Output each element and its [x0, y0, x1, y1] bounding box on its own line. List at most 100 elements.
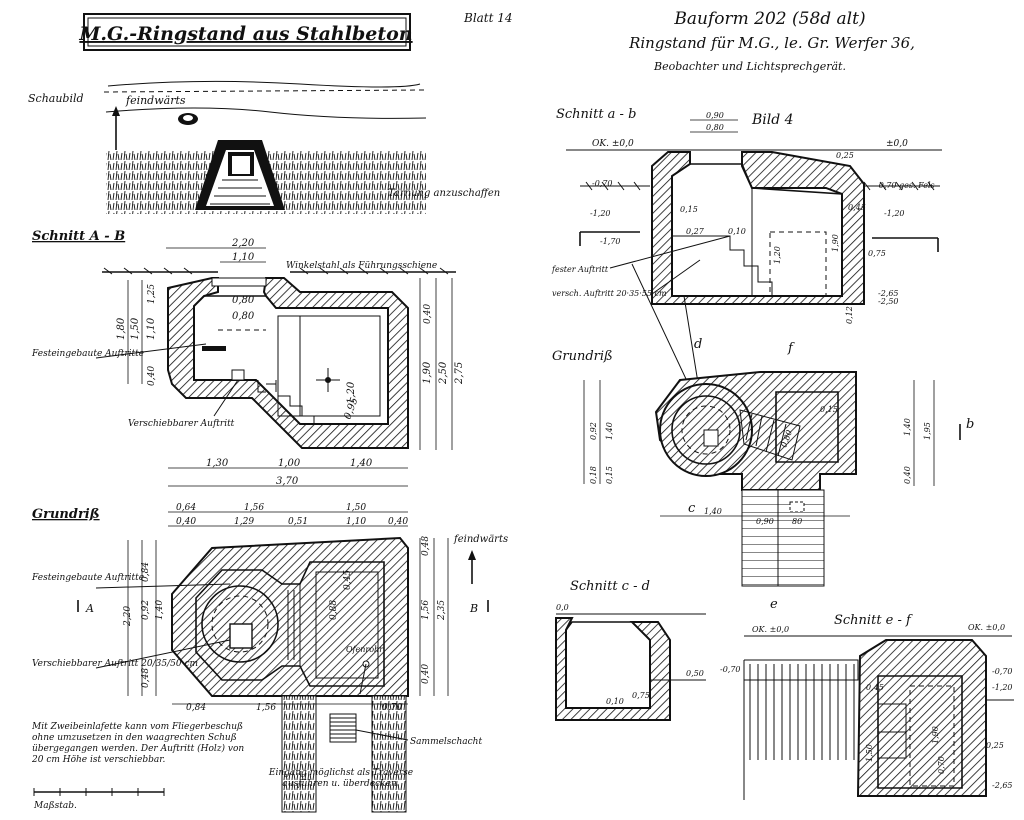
dim-b140: 1,40 — [350, 458, 373, 469]
rab-r120: -1,20 — [884, 209, 905, 218]
dim-080b: 0,80 — [232, 311, 255, 322]
ef-ok2: OK. ±0,0 — [968, 623, 1005, 632]
dim-r190: 1,90 — [422, 361, 433, 384]
winkelstahl-note: Winkelstahl als Führungsschiene — [286, 261, 437, 271]
sammelschacht-grate — [329, 713, 357, 743]
scale-label: Maßstab. — [33, 801, 77, 811]
rab-d010: 0,10 — [728, 227, 746, 236]
dim-l180: 1,80 — [116, 317, 127, 340]
g-r048: 0,48 — [421, 536, 431, 556]
g-m045: 0,45 — [343, 570, 353, 590]
rab-verschieb: versch. Auftritt 20·35·55 cm — [552, 289, 667, 298]
rab-d075: 0,75 — [868, 249, 886, 258]
rab-r265: -2,65 — [878, 289, 899, 298]
g-l092: 0,92 — [141, 600, 151, 620]
rg-r040: 0,40 — [903, 466, 912, 484]
cd-d075: 0,75 — [632, 691, 650, 700]
schaubild-sketch: Schaubild feindwärts Tarnung anzuschaffe… — [28, 80, 500, 214]
g-t110: 1,10 — [346, 517, 366, 527]
title-box — [83, 13, 411, 51]
rg-l018: 0,18 — [589, 466, 598, 484]
rab-d025: 0,25 — [836, 151, 854, 160]
right-subtitle-2: Beobachter und Lichtsprechgerät. — [653, 60, 846, 73]
dim-220: 2,20 — [231, 238, 255, 249]
dim-r040: 0,40 — [423, 304, 433, 324]
rab-ok2: ±0,0 — [886, 139, 908, 149]
schnitt-cd: Schnitt c - d 0,0 0,50 0,75 0,10 — [555, 579, 706, 721]
sheet-number: Blatt 14 — [463, 11, 513, 25]
rab-l070: -0,70 — [592, 179, 613, 188]
g-l220: 2,20 — [123, 606, 133, 627]
left-title: M.G.-Ringstand aus Stahlbeton — [78, 23, 412, 45]
rg-l140: 1,40 — [605, 422, 614, 440]
rg-b090: 0,90 — [756, 517, 774, 526]
rab-ok: OK. ±0,0 — [592, 139, 634, 149]
g-b084: 0,84 — [186, 703, 206, 713]
cut-f-label: f — [787, 341, 795, 356]
arrow-a-label: A — [85, 602, 94, 615]
fest-note-grundriss: Festeingebaute Auftritte — [31, 573, 144, 583]
g-b156: 1,56 — [256, 703, 276, 713]
rg-r015: 0,15 — [820, 405, 838, 414]
right-sheet: Bauform 202 (58d alt) Ringstand für M.G.… — [551, 9, 1014, 800]
rab-fester: fester Auftritt — [551, 265, 609, 274]
g-r235: 2,35 — [437, 600, 447, 621]
feindwarts-label-grundriss: feindwärts — [453, 534, 508, 545]
cut-c-label: c — [688, 501, 696, 516]
rab-d015: 0,15 — [680, 205, 698, 214]
cut-e-label: e — [770, 597, 778, 612]
rg-b080: 80 — [792, 517, 802, 526]
tarnung-note: Tarnung anzuschaffen — [388, 188, 500, 199]
dim-l110: 1,10 — [146, 317, 157, 340]
rab-d090: 0,90 — [706, 111, 724, 120]
g-t051: 0,51 — [288, 517, 308, 527]
rab-d012: 0,12 — [845, 306, 854, 324]
dim-l150: 1,50 — [130, 317, 141, 340]
ef-d070: 0,70 — [937, 756, 946, 774]
schnitt-ef: Schnitt e - f OK. ±0,0 OK. ±0,0 -0,70 1,… — [720, 613, 1014, 800]
rg-l092: 0,92 — [589, 422, 598, 440]
rg-r140: 1,40 — [903, 418, 912, 436]
cd-d050: 0,50 — [686, 669, 704, 678]
dim-120: 1,20 — [346, 381, 357, 404]
cd-00: 0,0 — [556, 603, 569, 612]
dim-110: 1,10 — [232, 252, 255, 263]
rab-l170: -1,70 — [600, 237, 621, 246]
schnitt-ab-right: Schnitt a - b Bild 4 0,90 0,80 OK. ±0,0 … — [551, 107, 942, 324]
ef-r120: -1,20 — [992, 683, 1013, 692]
festeingebaute-note-ab: Festeingebaute Auftritte — [31, 349, 144, 359]
rab-r250: -2,50 — [878, 297, 899, 306]
grundriss-heading: Grundriß — [32, 507, 100, 522]
g-b070: 0,70 — [382, 703, 402, 713]
verschiebbar-note-ab: Verschiebbarer Auftritt — [128, 419, 235, 429]
ef-r265: -2,65 — [992, 781, 1013, 790]
ef-ok: OK. ±0,0 — [752, 625, 789, 634]
g-r040: 0,40 — [421, 664, 431, 684]
g-l048: 0,48 — [141, 668, 151, 688]
dim-080: 0,80 — [232, 295, 255, 306]
sammelschacht-label: Sammelschacht — [410, 737, 482, 747]
feindwarts-label-top: feindwärts — [125, 94, 186, 107]
right-title: Bauform 202 (58d alt) — [673, 9, 865, 29]
rab-l120: -1,20 — [590, 209, 611, 218]
ofenrohr-label: Ofenrohr — [346, 645, 384, 654]
rab-d120: 1,20 — [773, 246, 782, 264]
g-t156: 1,56 — [244, 503, 264, 513]
g-t064: 0,64 — [176, 503, 196, 513]
g-r156: 1,56 — [421, 600, 431, 620]
ef-l070: -0,70 — [720, 665, 741, 674]
grundriss-left: Grundriß 0,64 1,56 1,50 0,40 1,29 0,51 1… — [31, 503, 508, 813]
ef-d150: 1,50 — [865, 744, 874, 762]
cut-d-label: d — [694, 337, 702, 352]
rab-d027: 0,27 — [686, 227, 705, 236]
dim-l125: 1,25 — [147, 284, 157, 304]
right-subtitle-1: Ringstand für M.G., le. Gr. Werfer 36, — [628, 34, 915, 52]
schnitt-ab-heading: Schnitt a - b — [556, 107, 636, 122]
rg-r195: 1,95 — [923, 422, 932, 440]
note-block: Mit Zweibeinlafette kann vom Fliegerbesc… — [32, 722, 244, 765]
dim-b100: 1,00 — [278, 458, 301, 469]
ef-d190: 1,90 — [931, 726, 940, 744]
g-t040b: 0,40 — [388, 517, 408, 527]
eingang-note: Eingang möglichst als Traverse ausführen… — [269, 768, 413, 789]
